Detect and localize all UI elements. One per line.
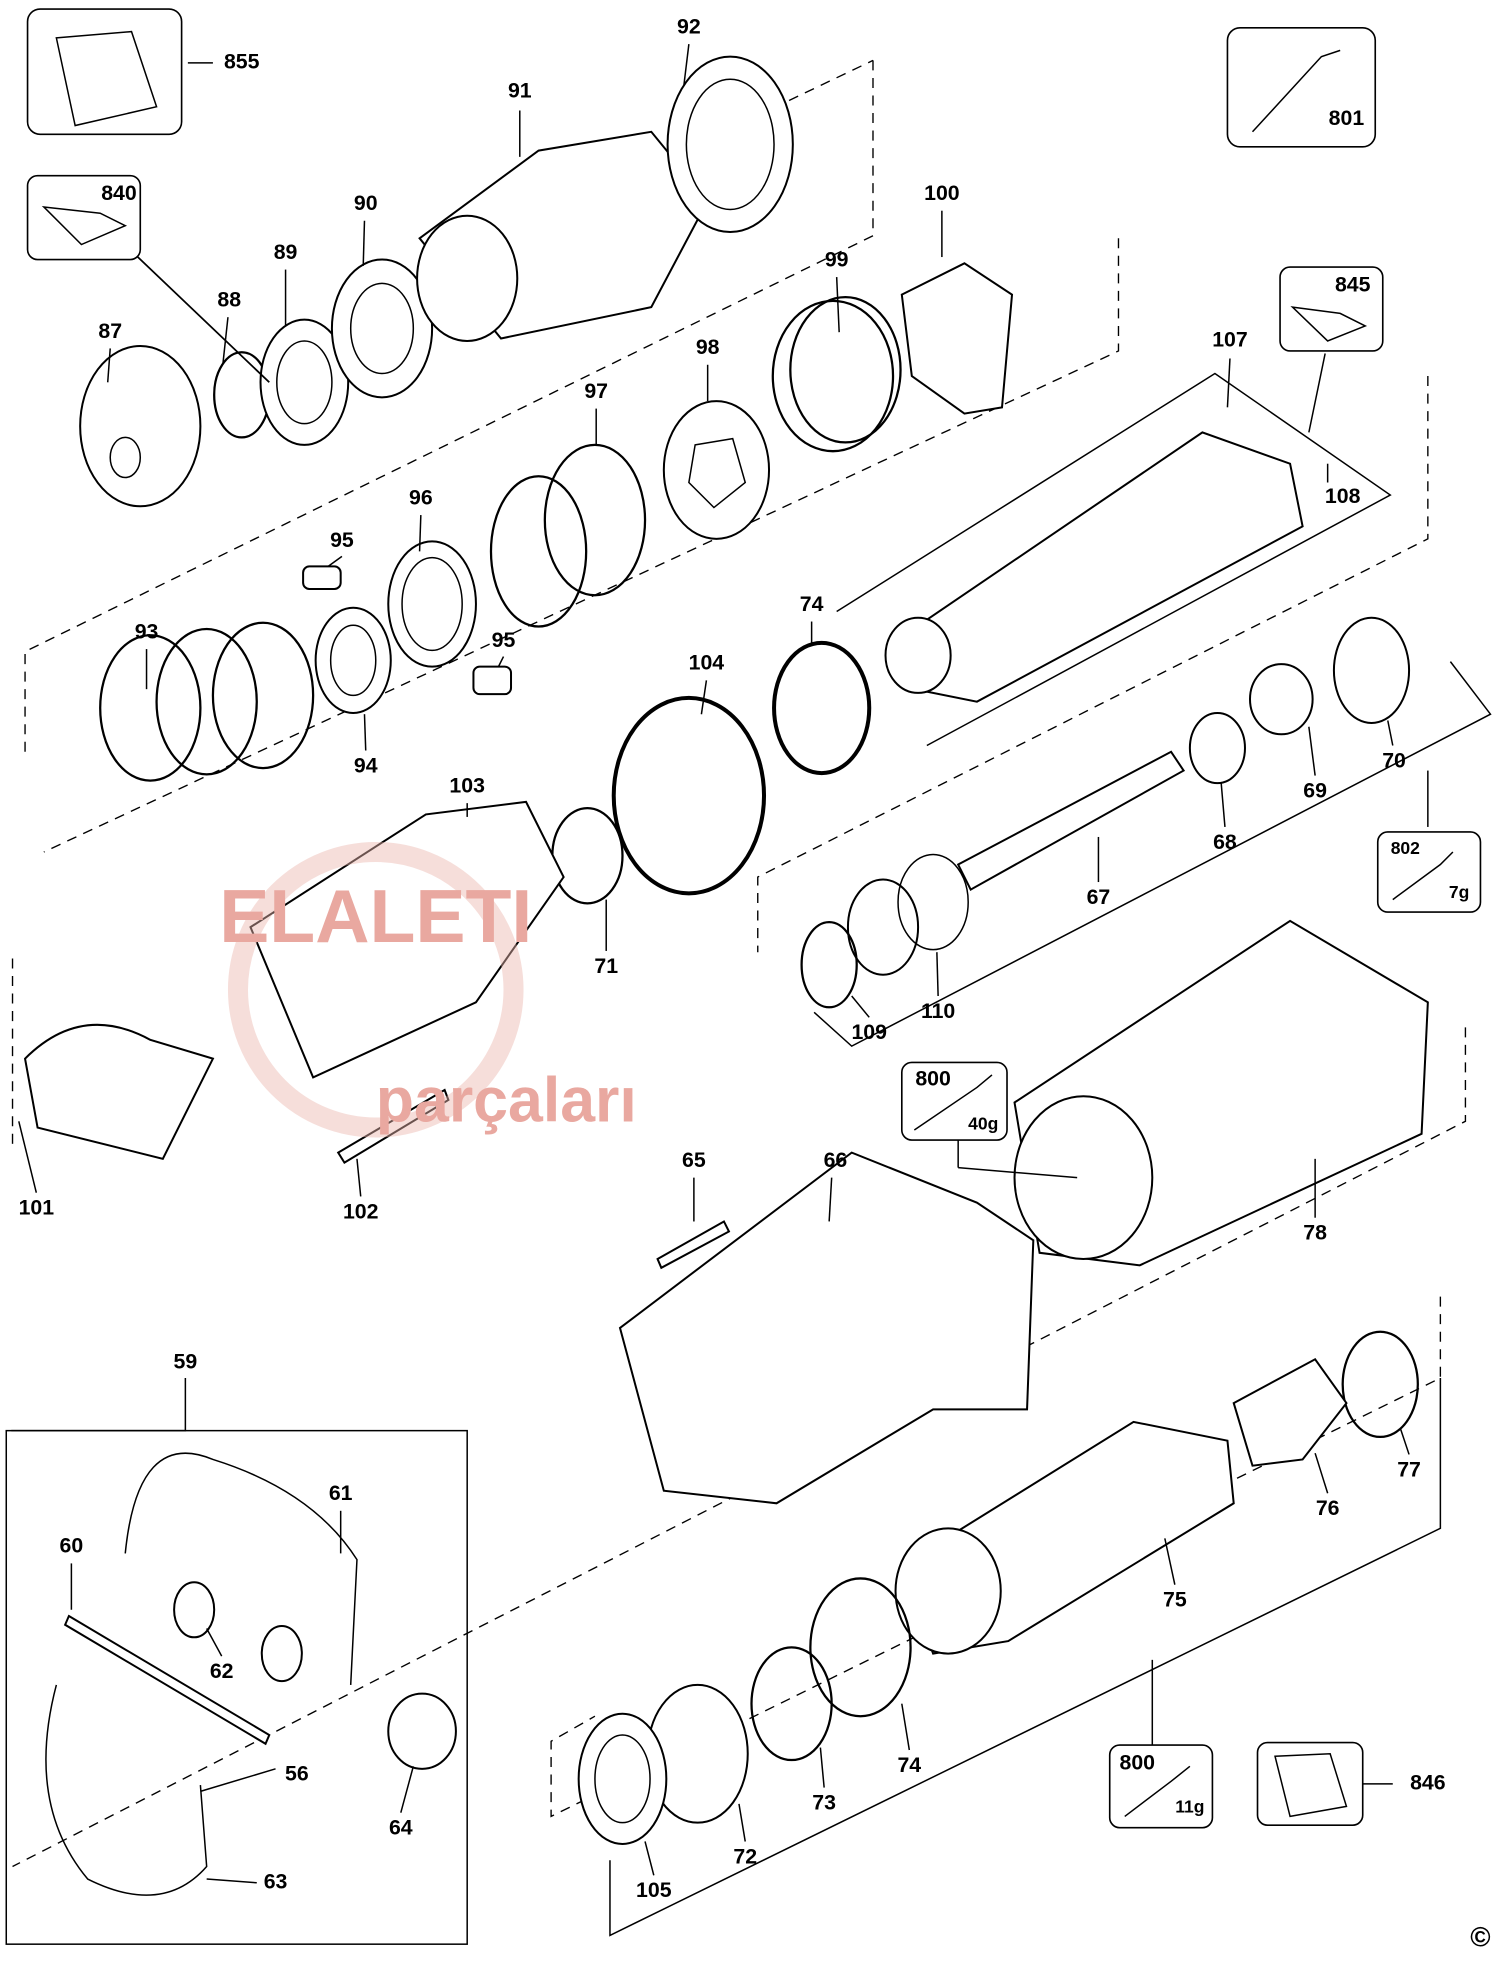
part-label: 92 <box>677 14 701 38</box>
part-label: 66 <box>824 1148 848 1172</box>
part-label: 76 <box>1316 1496 1340 1520</box>
part-label: 56 <box>285 1762 309 1786</box>
label-840: 840 <box>101 181 137 205</box>
part-label: 89 <box>274 240 298 264</box>
label-800: 800 <box>915 1067 951 1091</box>
part-label: 102 <box>343 1199 379 1223</box>
part-label: 108 <box>1325 484 1361 508</box>
label-800-amount: 40g <box>968 1114 998 1134</box>
part-label: 101 <box>19 1196 55 1220</box>
label-802-amount: 7g <box>1449 882 1469 902</box>
part-label: 97 <box>584 379 608 403</box>
kit-box-801 <box>1226 27 1377 148</box>
kit-box-802 <box>1376 831 1482 913</box>
part-label: 75 <box>1163 1588 1187 1612</box>
part-label: 70 <box>1382 748 1406 772</box>
watermark-line1: ELALETI <box>219 874 532 958</box>
kit-box-845 <box>1279 266 1384 352</box>
watermark: ELALETI parçaları <box>219 841 637 1138</box>
label-802: 802 <box>1391 838 1420 858</box>
part-label: 96 <box>409 485 433 509</box>
kit-box-846 <box>1256 1741 1364 1826</box>
part-label: 71 <box>594 954 618 978</box>
part-label: 91 <box>508 78 532 102</box>
part-label: 69 <box>1303 778 1327 802</box>
part-label: 73 <box>812 1791 836 1815</box>
part-label: 104 <box>689 651 725 675</box>
part-label: 78 <box>1303 1221 1327 1245</box>
kit-box-800-40g <box>900 1061 1008 1141</box>
parts <box>23 55 1429 1896</box>
part-label: 110 <box>921 999 955 1023</box>
part-label: 65 <box>682 1148 706 1172</box>
label-801: 801 <box>1329 106 1365 130</box>
part-label: 61 <box>329 1481 353 1505</box>
part-label: 90 <box>354 191 378 215</box>
part-label: 109 <box>851 1020 887 1044</box>
part-label: 60 <box>60 1534 84 1558</box>
label-800b: 800 <box>1120 1750 1156 1774</box>
label-800b-amount: 11g <box>1175 1796 1204 1816</box>
part-label: 107 <box>1212 328 1248 352</box>
part-label: 88 <box>217 288 241 312</box>
kit-box-855 <box>26 8 183 136</box>
part-label: 72 <box>733 1844 757 1868</box>
part-labels: 92 91 90 89 88 87 100 99 98 97 107 108 9… <box>19 14 1421 1902</box>
leader-lines <box>18 44 1429 1884</box>
part-label: 64 <box>389 1816 413 1840</box>
label-845: 845 <box>1335 272 1371 296</box>
part-label: 74 <box>897 1753 921 1777</box>
part-label: 67 <box>1087 885 1111 909</box>
part-label: 74 <box>800 592 824 616</box>
label-846: 846 <box>1410 1770 1446 1794</box>
part-label: 87 <box>98 319 122 343</box>
assembly-frames <box>5 59 1492 1945</box>
part-label: 94 <box>354 753 378 777</box>
part-label: 98 <box>696 335 720 359</box>
part-label: 95 <box>330 528 354 552</box>
watermark-line2: parçaları <box>376 1065 637 1135</box>
part-label: 59 <box>174 1350 198 1374</box>
copyright-mark: © <box>1470 1921 1490 1952</box>
part-label: 103 <box>449 773 485 797</box>
kit-box-840 <box>26 174 142 261</box>
part-label: 68 <box>1213 830 1237 854</box>
part-label: 63 <box>264 1869 288 1893</box>
part-label: 77 <box>1397 1457 1421 1481</box>
kit-box-800-11g <box>1108 1744 1214 1829</box>
label-855: 855 <box>224 50 260 74</box>
part-label: 95 <box>492 628 516 652</box>
part-label: 100 <box>924 181 960 205</box>
part-label: 93 <box>135 619 159 643</box>
part-label: 105 <box>636 1878 672 1902</box>
part-label: 62 <box>210 1659 234 1683</box>
part-label: 99 <box>825 247 849 271</box>
